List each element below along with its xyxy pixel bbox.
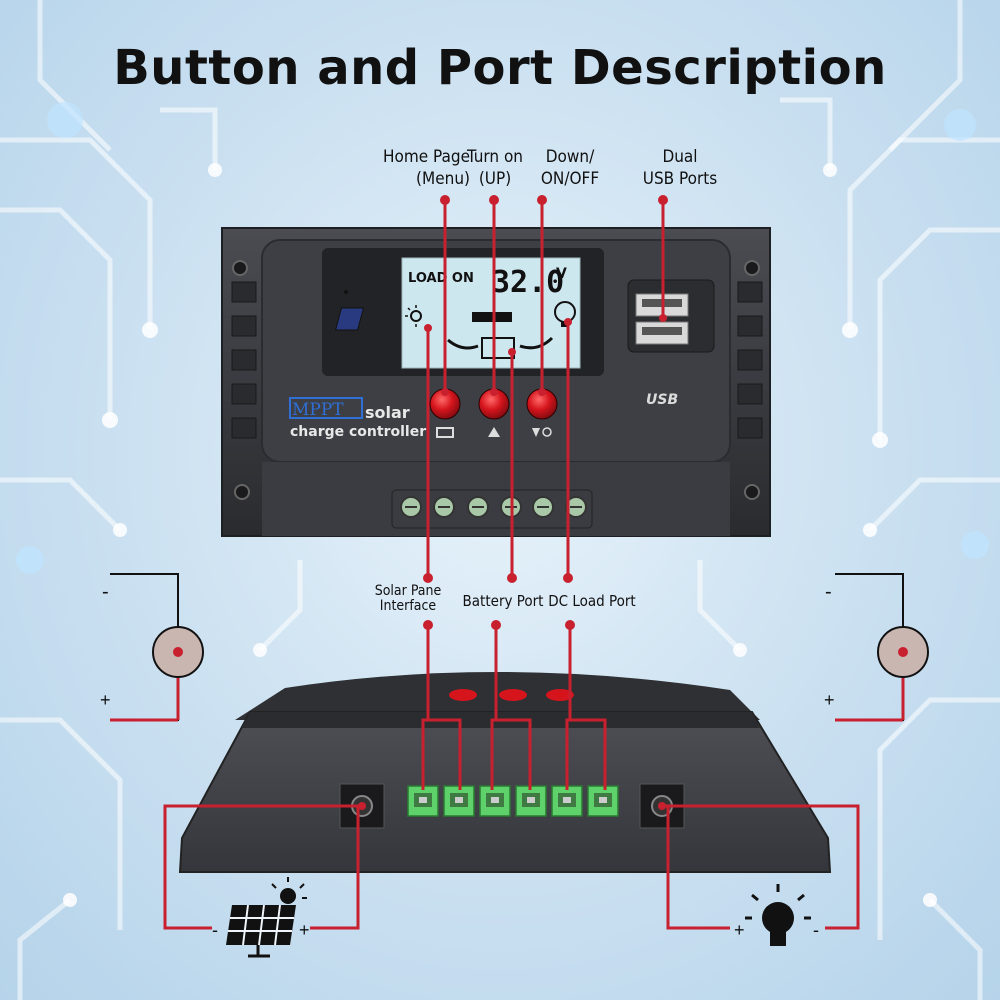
label-turn-on: Turn on (UP) — [453, 146, 537, 190]
label-home-page-line1: Home Page — [383, 147, 470, 167]
label-dual-usb: Dual USB Ports — [620, 146, 740, 190]
label-home-page: Home Page (Menu) — [350, 146, 470, 190]
label-solar-interface: Solar Pane Interface — [364, 584, 452, 614]
label-battery-port: Battery Port — [462, 592, 544, 610]
label-dual-usb-line2: USB Ports — [642, 169, 718, 189]
label-down-line2: ON/OFF — [540, 169, 600, 189]
label-turn-on-line2: (UP) — [478, 169, 512, 189]
label-dual-usb-line1: Dual — [662, 147, 698, 167]
label-down-line1: Down/ — [545, 147, 595, 167]
label-home-page-line2: (Menu) — [416, 169, 470, 189]
label-dc-load-port: DC Load Port — [548, 592, 636, 610]
label-down-onoff: Down/ ON/OFF — [525, 146, 615, 190]
label-turn-on-line1: Turn on — [466, 147, 524, 167]
label-solar-line2: Interface — [379, 598, 437, 614]
label-solar-line1: Solar Pane — [374, 583, 442, 599]
page-title: Button and Port Description — [113, 40, 887, 96]
